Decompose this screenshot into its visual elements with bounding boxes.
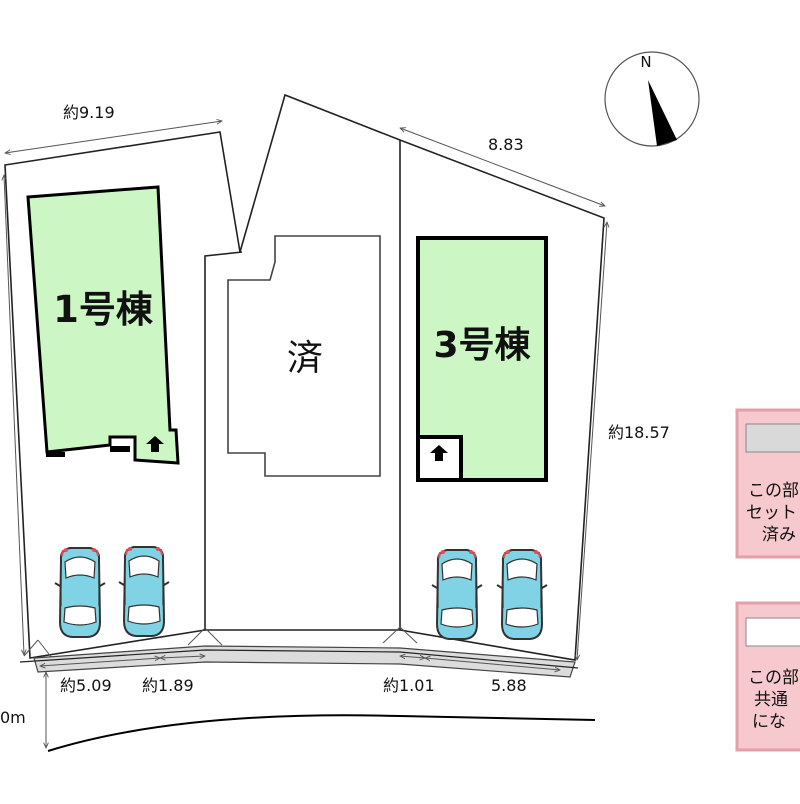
dimension-lines xyxy=(4,121,607,748)
compass: N xyxy=(604,51,700,147)
building-3-notch xyxy=(416,437,461,482)
legend-2-line-2: 共通 xyxy=(754,690,788,710)
lot-boundaries xyxy=(4,93,605,661)
legend-1-line-3: 済み xyxy=(762,525,796,545)
entrance-arrow-icon xyxy=(430,445,448,461)
car-icon xyxy=(431,549,483,640)
site-outline xyxy=(4,93,605,661)
legend-1-swatch xyxy=(745,423,800,453)
entrance-arrow-icon xyxy=(146,436,164,452)
dim-road-width: 0m xyxy=(0,708,26,727)
building-1: 1号棟 xyxy=(26,185,180,465)
dim-bottom-3: 約1.01 xyxy=(383,676,435,695)
car-icon xyxy=(496,549,548,640)
compass-circle xyxy=(604,51,700,147)
building-3-label: 3号棟 xyxy=(433,325,531,366)
north-arrow-icon xyxy=(648,80,677,146)
legend-2-line-1: この部 xyxy=(748,668,799,688)
legend-item-2: この部 共通 にな xyxy=(735,601,800,752)
parking-cars xyxy=(54,546,548,640)
legend-1-line-1: この部 xyxy=(748,481,799,501)
legend-2-line-3: にな xyxy=(752,712,786,732)
car-icon xyxy=(54,547,106,638)
legend-1-line-2: セット xyxy=(746,503,797,523)
dim-bottom-1: 約5.09 xyxy=(60,676,112,695)
car-icon xyxy=(118,546,170,637)
legend-item-1: この部 セット 済み xyxy=(735,408,800,559)
dimension-labels: 約9.19 8.83 約18.57 約5.09 約1.89 約1.01 5.88… xyxy=(0,103,670,727)
building-1-label: 1号棟 xyxy=(53,288,154,331)
lot-divider-left xyxy=(204,251,243,630)
building-2-shape xyxy=(227,235,381,477)
building-3: 3号棟 xyxy=(416,236,548,482)
building-1-marks xyxy=(46,446,130,457)
dim-bottom-2: 約1.89 xyxy=(142,676,194,695)
dim-bottom-4: 5.88 xyxy=(491,676,527,695)
dim-top-right: 8.83 xyxy=(488,135,524,154)
building-1-shape xyxy=(26,185,180,465)
road-far-edge xyxy=(47,714,596,752)
compass-label: N xyxy=(640,53,651,71)
dim-right-side: 約18.57 xyxy=(608,423,670,442)
building-2-label: 済 xyxy=(287,338,323,379)
dim-top-left: 約9.19 xyxy=(63,103,115,122)
building-2: 済 xyxy=(227,235,381,477)
legend-2-swatch xyxy=(745,617,800,647)
